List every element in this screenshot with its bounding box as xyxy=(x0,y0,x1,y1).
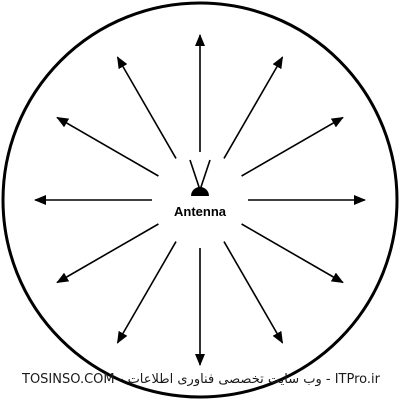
radiation-arrow-330 xyxy=(241,223,344,284)
antenna-icon xyxy=(189,159,211,196)
watermark-text: TOSINSO.COM - وب سایت تخصصی فناوری اطلاع… xyxy=(22,372,380,387)
radiation-arrows xyxy=(34,34,366,366)
radiation-arrow-300 xyxy=(223,241,284,344)
radiation-arrow-120 xyxy=(116,56,177,159)
antenna-label: Antenna xyxy=(174,204,227,219)
radiation-arrow-60 xyxy=(223,56,284,159)
radiation-arrow-210 xyxy=(56,223,159,284)
radiation-arrow-240 xyxy=(116,241,177,344)
radiation-arrow-30 xyxy=(241,116,344,177)
radiation-arrow-150 xyxy=(56,116,159,177)
